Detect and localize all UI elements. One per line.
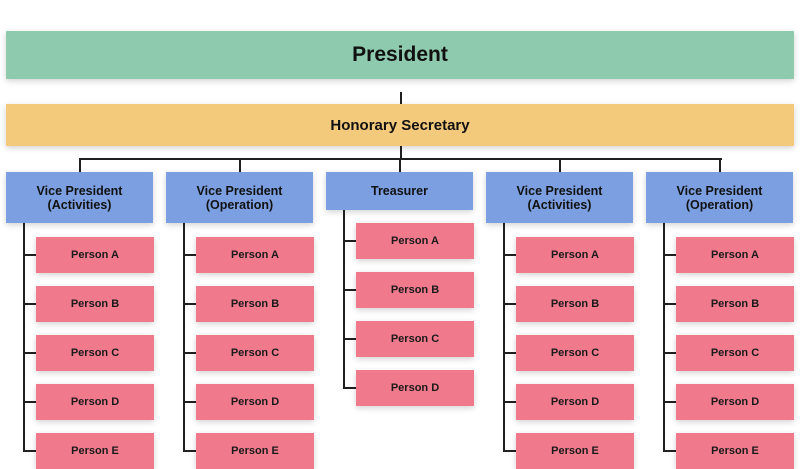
department-node[interactable]: Vice President (Activities) xyxy=(486,172,633,223)
member-name: Person C xyxy=(390,333,440,345)
connector-member-tick xyxy=(183,254,196,256)
connector-member-spine xyxy=(183,223,185,450)
president-label: President xyxy=(352,43,448,66)
connector-member-tick xyxy=(503,254,516,256)
connector-bus-to-department xyxy=(719,158,721,172)
member-name: Person D xyxy=(70,396,120,408)
member-name: Person B xyxy=(230,298,280,310)
member-node[interactable]: Person C xyxy=(356,321,474,357)
member-name: Person D xyxy=(710,396,760,408)
member-node[interactable]: Person C xyxy=(676,335,794,371)
connector-member-tick xyxy=(343,387,356,389)
connector-member-spine xyxy=(343,210,345,389)
connector-member-tick xyxy=(503,303,516,305)
connector-bus-to-department xyxy=(559,158,561,172)
member-node[interactable]: Person E xyxy=(36,433,154,469)
member-name: Person D xyxy=(550,396,600,408)
member-name: Person E xyxy=(711,445,759,457)
member-node[interactable]: Person D xyxy=(676,384,794,420)
connector-member-spine xyxy=(23,223,25,450)
member-name: Person A xyxy=(231,249,279,261)
connector-bus-to-department xyxy=(399,158,401,172)
member-node[interactable]: Person A xyxy=(356,223,474,259)
member-node[interactable]: Person D xyxy=(356,370,474,406)
connector-member-tick xyxy=(23,254,36,256)
member-name: Person A xyxy=(551,249,599,261)
connector-member-spine xyxy=(503,223,505,450)
member-node[interactable]: Person C xyxy=(516,335,634,371)
member-name: Person C xyxy=(710,347,760,359)
connector-member-tick xyxy=(183,450,196,452)
connector-member-tick xyxy=(183,352,196,354)
member-node[interactable]: Person A xyxy=(196,237,314,273)
member-name: Person C xyxy=(230,347,280,359)
member-node[interactable]: Person A xyxy=(516,237,634,273)
connector-member-tick xyxy=(183,401,196,403)
member-name: Person B xyxy=(390,284,440,296)
member-node[interactable]: Person E xyxy=(676,433,794,469)
department-title: Treasurer xyxy=(371,184,428,198)
president-node[interactable]: President xyxy=(6,31,794,79)
member-node[interactable]: Person B xyxy=(36,286,154,322)
connector-horizontal-bus xyxy=(80,158,722,160)
connector-member-tick xyxy=(23,303,36,305)
secretary-label: Honorary Secretary xyxy=(330,116,470,134)
member-name: Person A xyxy=(711,249,759,261)
member-name: Person E xyxy=(551,445,599,457)
member-node[interactable]: Person A xyxy=(676,237,794,273)
department-node[interactable]: Vice President (Operation) xyxy=(166,172,313,223)
connector-bus-to-department xyxy=(79,158,81,172)
member-name: Person D xyxy=(390,382,440,394)
connector-member-tick xyxy=(23,450,36,452)
member-node[interactable]: Person B xyxy=(196,286,314,322)
connector-member-tick xyxy=(503,352,516,354)
connector-member-tick xyxy=(343,338,356,340)
member-name: Person C xyxy=(550,347,600,359)
department-title: Vice President (Activities) xyxy=(516,183,603,212)
department-title: Vice President (Operation) xyxy=(676,183,763,212)
connector-member-tick xyxy=(503,401,516,403)
member-name: Person C xyxy=(70,347,120,359)
member-node[interactable]: Person D xyxy=(516,384,634,420)
member-node[interactable]: Person B xyxy=(356,272,474,308)
connector-member-tick xyxy=(503,450,516,452)
connector-member-tick xyxy=(663,352,676,354)
member-name: Person D xyxy=(230,396,280,408)
member-name: Person E xyxy=(231,445,279,457)
member-node[interactable]: Person C xyxy=(196,335,314,371)
member-name: Person A xyxy=(71,249,119,261)
member-node[interactable]: Person E xyxy=(196,433,314,469)
department-title: Vice President (Activities) xyxy=(36,183,123,212)
member-node[interactable]: Person B xyxy=(676,286,794,322)
member-node[interactable]: Person A xyxy=(36,237,154,273)
connector-member-tick xyxy=(23,401,36,403)
connector-member-tick xyxy=(663,450,676,452)
connector-member-tick xyxy=(663,303,676,305)
connector-member-tick xyxy=(183,303,196,305)
connector-member-tick xyxy=(343,289,356,291)
connector-bus-to-department xyxy=(239,158,241,172)
member-node[interactable]: Person B xyxy=(516,286,634,322)
connector-member-spine xyxy=(663,223,665,450)
member-name: Person B xyxy=(710,298,760,310)
member-node[interactable]: Person D xyxy=(196,384,314,420)
connector-secretary-down xyxy=(400,146,402,160)
connector-member-tick xyxy=(663,254,676,256)
member-name: Person E xyxy=(71,445,119,457)
member-name: Person A xyxy=(391,235,439,247)
connector-member-tick xyxy=(343,240,356,242)
honorary-secretary-node[interactable]: Honorary Secretary xyxy=(6,104,794,146)
connector-president-secretary xyxy=(400,92,402,104)
member-node[interactable]: Person E xyxy=(516,433,634,469)
department-title: Vice President (Operation) xyxy=(196,183,283,212)
connector-member-tick xyxy=(23,352,36,354)
member-name: Person B xyxy=(550,298,600,310)
department-node[interactable]: Vice President (Operation) xyxy=(646,172,793,223)
department-node[interactable]: Vice President (Activities) xyxy=(6,172,153,223)
department-node[interactable]: Treasurer xyxy=(326,172,473,210)
member-node[interactable]: Person D xyxy=(36,384,154,420)
member-name: Person B xyxy=(70,298,120,310)
connector-member-tick xyxy=(663,401,676,403)
member-node[interactable]: Person C xyxy=(36,335,154,371)
